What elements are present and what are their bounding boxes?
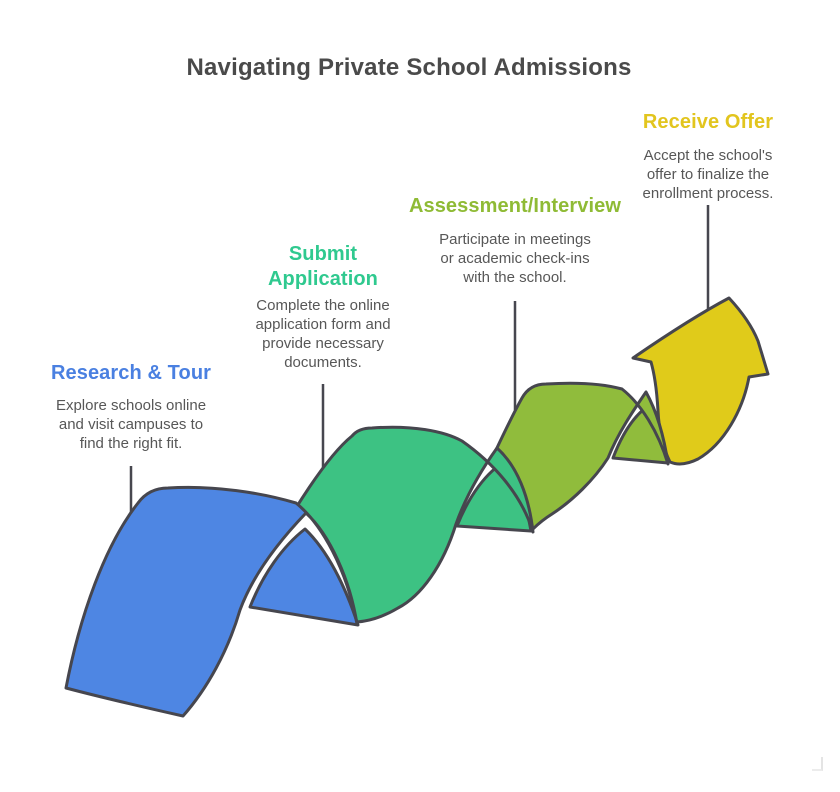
stage-2-label: Submit Application (268, 243, 378, 290)
stage-4-description: Accept the school's offer to finalize th… (642, 147, 774, 202)
wave-segment-1-band (64, 485, 359, 718)
stage-3-label: Assessment/Interview (408, 195, 622, 217)
arrow-shape (631, 296, 770, 466)
wave-shapes (64, 296, 770, 718)
stage-3-description: Participate in meetings or academic chec… (439, 231, 591, 286)
stage-2-description: Complete the online application form and… (255, 297, 391, 371)
wave-segment-1-white-gap (240, 513, 357, 624)
stage-1-description: Explore schools online and visit campuse… (55, 397, 207, 452)
stage-1-label: Research & Tour (50, 362, 212, 384)
page-title: Navigating Private School Admissions (186, 54, 632, 81)
wave-segment-1-underside-arch (248, 527, 360, 627)
stage-4-label: Receive Offer (642, 111, 774, 133)
watermark-fragment (812, 757, 823, 771)
